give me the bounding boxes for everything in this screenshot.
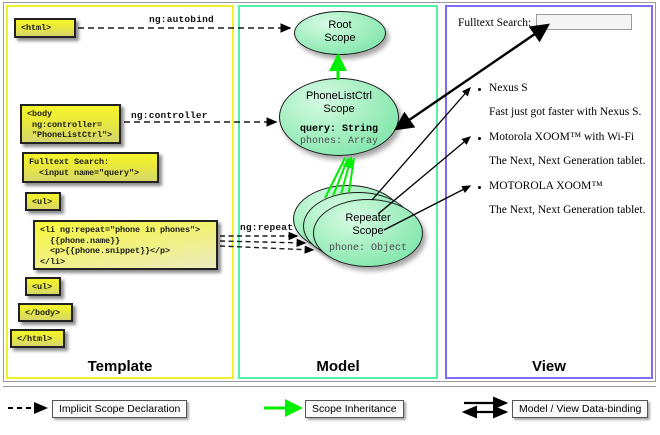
code-box-body-controller: <body ng:controller= "PhoneListCtrl">: [20, 104, 121, 144]
connector-label-ng-controller: ng:controller: [131, 110, 208, 121]
view-phone-snippet-1: Fast just got faster with Nexus S.: [489, 106, 642, 118]
scope-root-title-1: Root: [328, 19, 352, 31]
scope-phonelistctrl-title-2: Scope: [323, 102, 355, 115]
view-phone-name-1: Nexus S: [489, 82, 528, 94]
column-view: View: [445, 5, 653, 379]
scope-phonelistctrl-title-1: PhoneListCtrl: [305, 90, 373, 102]
legend-item-model-view-data-binding: Model / View Data-binding: [512, 400, 649, 418]
view-search-label: Fulltext Search:: [458, 17, 532, 29]
scope-root-title-2: Scope: [324, 31, 356, 44]
code-box-html-open: <html>: [14, 18, 76, 38]
view-phone-name-3: MOTOROLA XOOM™: [489, 180, 603, 192]
legend-bar: Implicit Scope Declaration Scope Inherit…: [0, 390, 660, 435]
code-box-ul-open: <ul>: [25, 192, 61, 211]
code-box-body-close: </body>: [18, 303, 73, 322]
view-phone-snippet-2: The Next, Next Generation tablet.: [489, 155, 646, 167]
scope-repeater-prop-phone: phone: Object: [328, 243, 407, 254]
code-box-fulltext-search: Fulltext Search: <input name="query">: [22, 152, 159, 183]
legend-item-scope-inheritance: Scope Inheritance: [305, 400, 404, 418]
code-box-li-repeat: <li ng:repeat="phone in phones"> {{phone…: [33, 220, 218, 270]
column-label-model: Model: [316, 358, 360, 375]
scope-phonelistctrl-prop-query: query: String: [299, 124, 378, 135]
view-phone-snippet-3: The Next, Next Generation tablet.: [489, 204, 646, 216]
view-bullet-2: [478, 137, 481, 140]
scope-root: Root Scope: [294, 11, 386, 55]
scope-phonelistctrl: PhoneListCtrl Scope query: String phones…: [279, 78, 399, 156]
scope-phonelistctrl-prop-phones: phones: Array: [299, 136, 378, 147]
column-label-view: View: [532, 358, 566, 375]
view-search-input[interactable]: [536, 14, 632, 30]
connector-label-ng-repeat: ng:repeat: [240, 222, 294, 233]
view-bullet-3: [478, 186, 481, 189]
code-box-ul-close: <ul>: [25, 277, 61, 296]
column-label-template: Template: [87, 358, 153, 375]
legend-item-implicit-scope-declaration: Implicit Scope Declaration: [52, 400, 188, 418]
scope-repeater-title-2: Scope: [352, 224, 384, 237]
scope-repeater: Repeater Scope phone: Object: [313, 199, 423, 267]
view-bullet-1: [478, 88, 481, 91]
legend-divider: [3, 386, 656, 387]
scope-repeater-title-1: Repeater: [345, 212, 391, 224]
code-box-html-close: </html>: [10, 329, 65, 348]
view-phone-name-2: Motorola XOOM™ with Wi-Fi: [489, 131, 635, 143]
connector-label-ng-autobind: ng:autobind: [149, 14, 214, 25]
